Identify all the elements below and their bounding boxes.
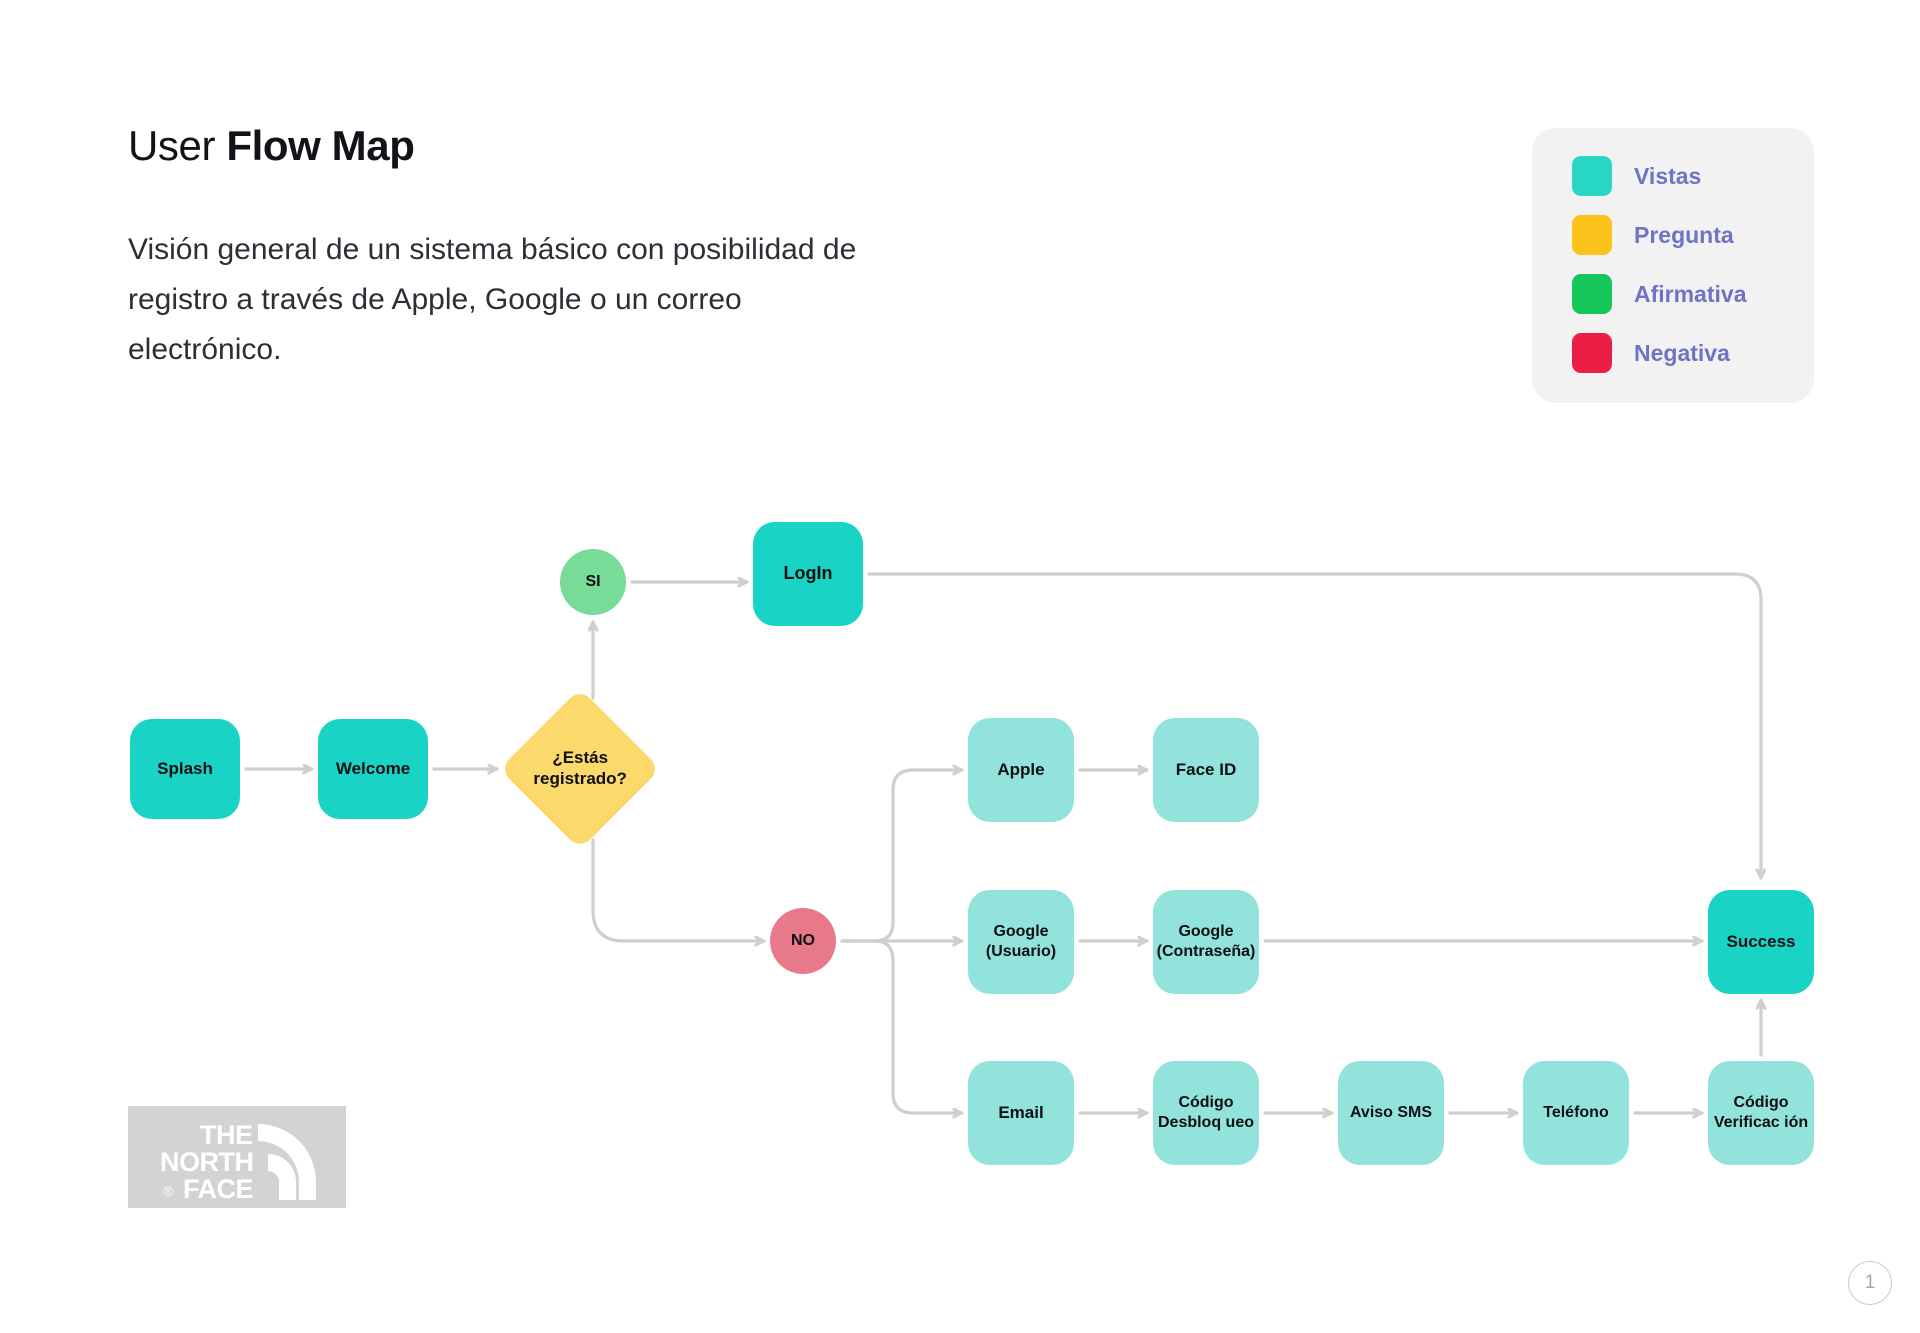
svg-text:THE: THE [200, 1120, 253, 1150]
flow-node-label: Código Desbloq ueo [1157, 1094, 1254, 1131]
page-subtitle: Visión general de un sistema básico con … [128, 233, 857, 366]
flow-node-login[interactable]: LogIn [753, 522, 863, 626]
svg-text:NORTH: NORTH [160, 1147, 254, 1177]
legend-label-afirmativa: Afirmativa [1634, 280, 1747, 307]
legend-item-pregunta: Pregunta [1572, 215, 1784, 255]
flow-node-label: LogIn [783, 563, 833, 584]
page-title-light: User [128, 122, 227, 169]
flow-node-label: Aviso SMS [1349, 1104, 1433, 1122]
flow-node-label: Success [1726, 931, 1796, 951]
flow-node-label: Welcome [335, 758, 411, 778]
flow-node-faceid[interactable]: Face ID [1153, 718, 1259, 822]
flow-node-label: Google (Usuario) [985, 923, 1057, 960]
legend-swatch-vistas [1572, 156, 1612, 196]
svg-text:FACE: FACE [183, 1174, 253, 1204]
flow-node-no[interactable]: NO [770, 908, 836, 974]
flow-node-label: Email [998, 1102, 1044, 1122]
legend-panel: Vistas Pregunta Afirmativa Negativa [1532, 128, 1814, 403]
north-face-logo-mark: THE NORTH FACE ® [160, 1120, 316, 1204]
legend-label-negativa: Negativa [1634, 339, 1730, 366]
legend-item-afirmativa: Afirmativa [1572, 274, 1784, 314]
edge-login-success [867, 572, 1761, 880]
flow-node-welcome[interactable]: Welcome [318, 719, 428, 819]
flow-node-aviso-sms[interactable]: Aviso SMS [1338, 1061, 1444, 1165]
page-number-badge: 1 [1848, 1261, 1892, 1305]
page-title-bold: Flow Map [226, 122, 415, 169]
flow-node-label: Splash [157, 758, 213, 778]
flow-node-telefono[interactable]: Teléfono [1523, 1061, 1629, 1165]
flow-node-splash[interactable]: Splash [130, 719, 240, 819]
legend-item-negativa: Negativa [1572, 333, 1784, 373]
flow-node-label: NO [791, 932, 815, 950]
flow-node-label: Google (Contraseña) [1156, 923, 1256, 960]
svg-text:®: ® [163, 1183, 174, 1199]
flow-node-apple[interactable]: Apple [968, 718, 1074, 822]
legend-swatch-pregunta [1572, 215, 1612, 255]
flow-node-label: ¿Estás registrado? [533, 748, 627, 788]
flow-node-label: Apple [997, 759, 1045, 779]
legend-item-vistas: Vistas [1572, 156, 1784, 196]
legend-label-pregunta: Pregunta [1634, 221, 1734, 248]
the-north-face-logo: THE NORTH FACE ® [128, 1106, 346, 1208]
legend-swatch-negativa [1572, 333, 1612, 373]
flow-node-label: Teléfono [1543, 1104, 1609, 1122]
page-title: User Flow Map [128, 120, 415, 172]
flow-node-google-contrasena[interactable]: Google (Contraseña) [1153, 890, 1259, 994]
edge-no-apple [840, 770, 964, 943]
flow-node-label: Face ID [1175, 759, 1237, 779]
flow-node-codigo-desbloqueo[interactable]: Código Desbloq ueo [1153, 1061, 1259, 1165]
legend-label-vistas: Vistas [1634, 162, 1702, 189]
legend-swatch-afirmativa [1572, 274, 1612, 314]
flow-node-label: SI [585, 573, 601, 591]
edge-question-no [591, 838, 766, 941]
page-number-value: 1 [1864, 1272, 1876, 1293]
flow-node-si[interactable]: SI [560, 549, 626, 615]
flow-node-label: Código Verificac ión [1713, 1094, 1809, 1131]
flow-node-success[interactable]: Success [1708, 890, 1814, 994]
edge-no-email [840, 939, 964, 1113]
flow-node-codigo-verificacion[interactable]: Código Verificac ión [1708, 1061, 1814, 1165]
flow-node-email[interactable]: Email [968, 1061, 1074, 1165]
flow-node-google-usuario[interactable]: Google (Usuario) [968, 890, 1074, 994]
